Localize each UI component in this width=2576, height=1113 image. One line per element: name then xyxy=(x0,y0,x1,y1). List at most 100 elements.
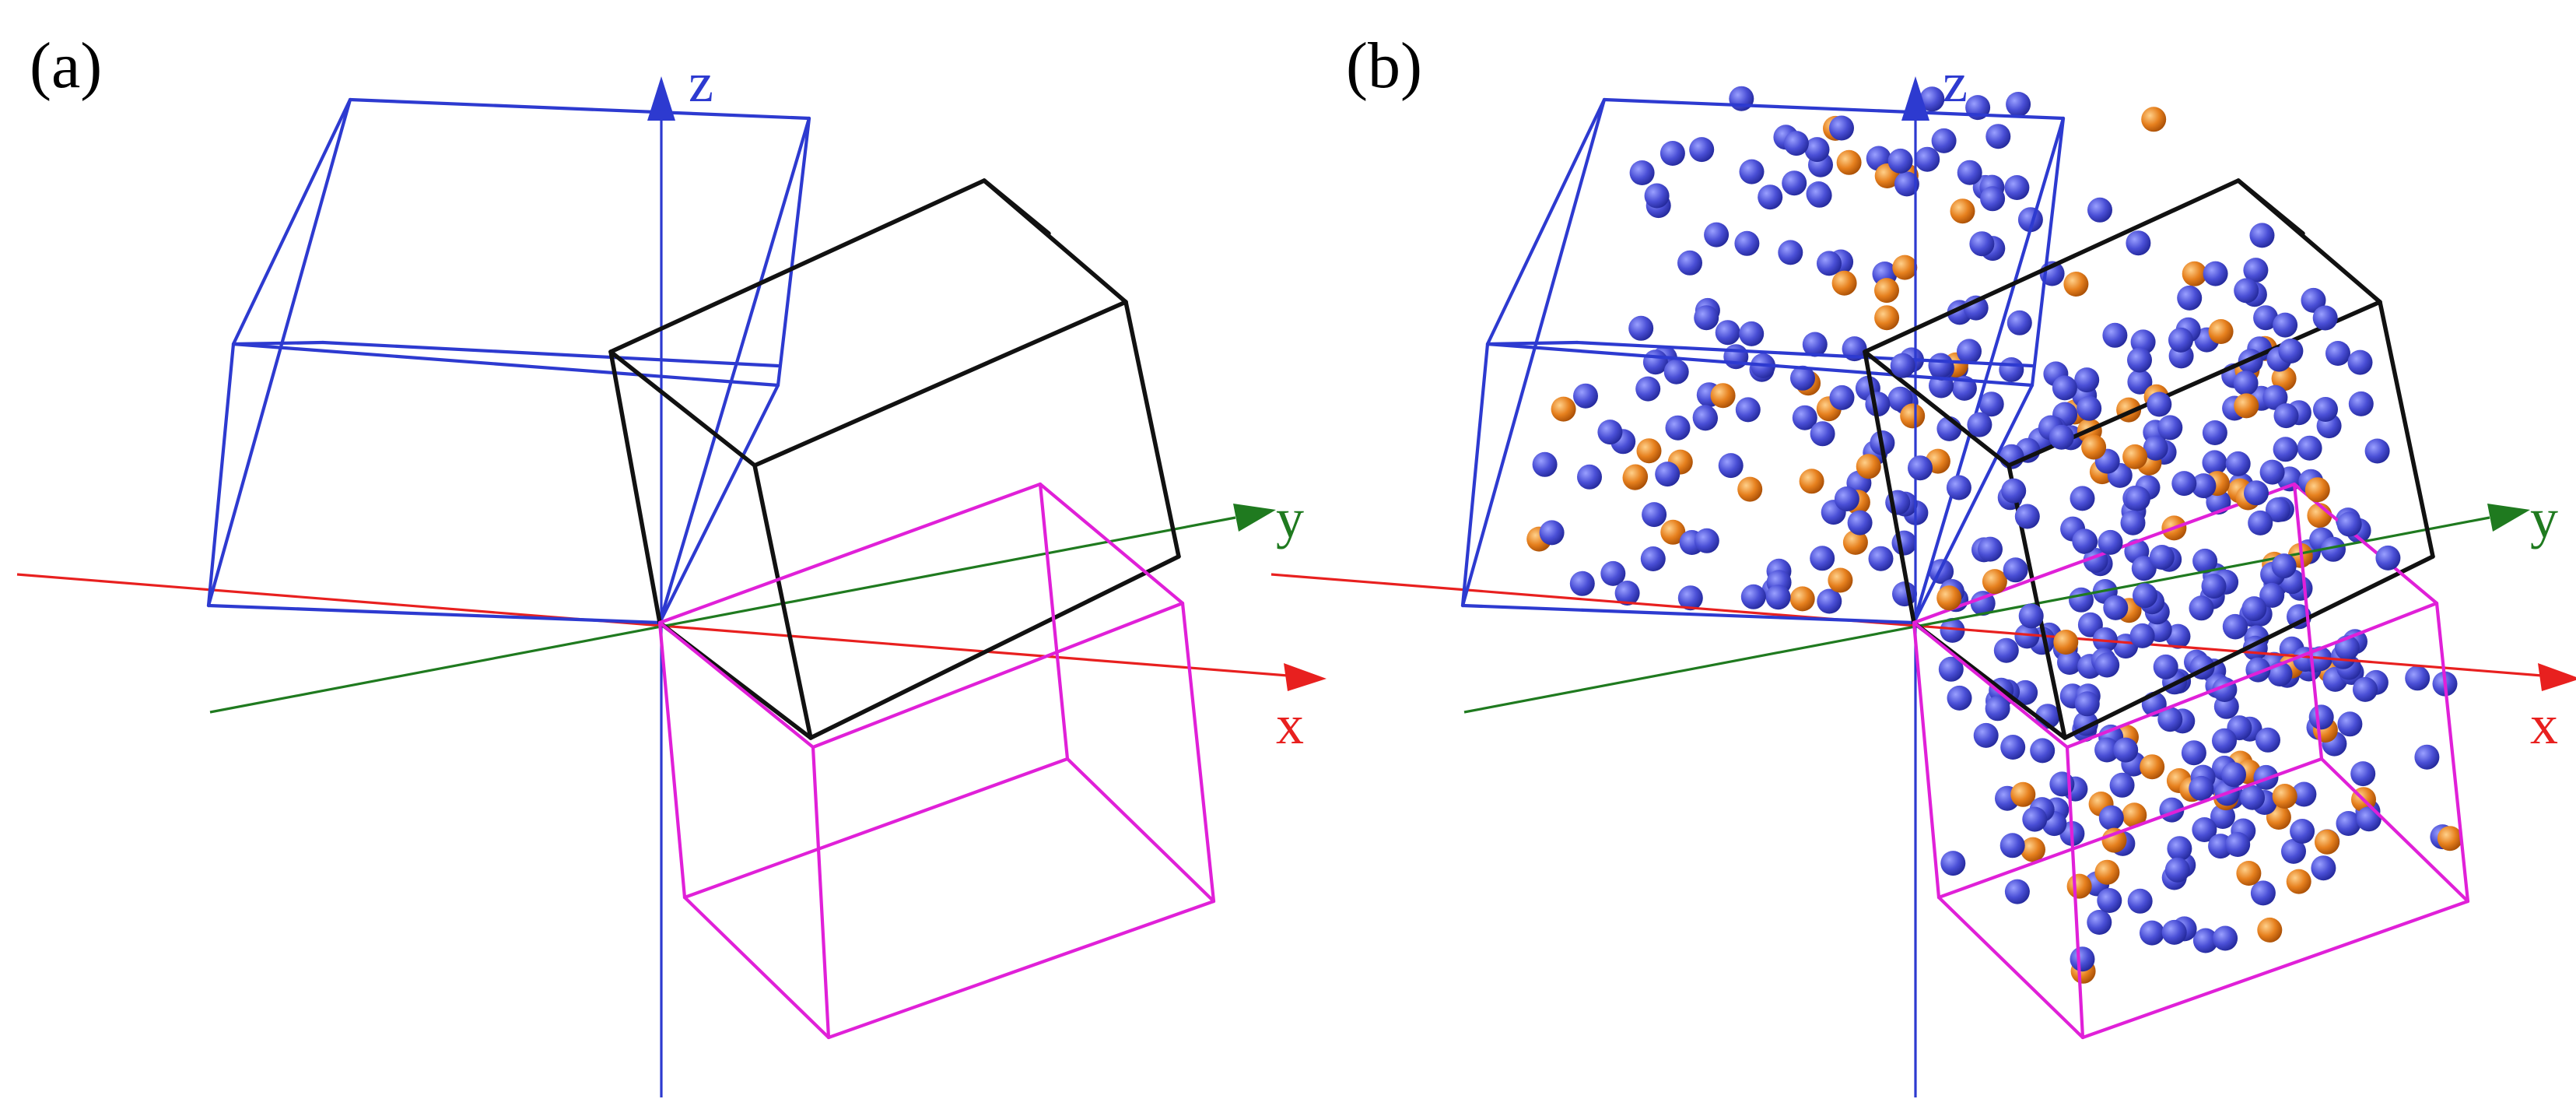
blue-particle xyxy=(1810,421,1835,447)
blue-particle xyxy=(1978,391,2004,417)
blue-particle xyxy=(2202,450,2227,476)
blue-particle xyxy=(2202,420,2227,445)
blue-particle xyxy=(2013,679,2038,705)
magenta-box-edge xyxy=(1180,601,1216,904)
blue-particle xyxy=(1790,365,1815,391)
blue-particle xyxy=(1894,171,1919,197)
blue-particle xyxy=(2241,596,2267,622)
blue-particle xyxy=(1985,696,2010,722)
orange-particle xyxy=(2272,784,2297,809)
blue-particle xyxy=(2006,92,2031,117)
blue-particle xyxy=(1677,585,1703,611)
blue-particle xyxy=(2233,370,2259,396)
blue-particle xyxy=(2189,775,2214,801)
blue-particle xyxy=(1829,115,1854,141)
black-box-edge xyxy=(752,300,1128,468)
blue-particle xyxy=(2098,805,2124,830)
blue-particle xyxy=(2312,305,2338,331)
orange-particle xyxy=(1636,438,1662,464)
blue-particle xyxy=(2203,261,2228,286)
magenta-box-edge xyxy=(657,482,1043,625)
blue-particle xyxy=(1915,146,1940,172)
blue-box-edge xyxy=(776,116,811,388)
z-axis-arrow xyxy=(647,76,675,121)
orange-particle xyxy=(2271,366,2297,391)
black-box-edge xyxy=(752,463,813,740)
blue-particle xyxy=(1931,128,1957,153)
blue-particle xyxy=(2161,919,2187,945)
black-box-edge xyxy=(608,349,757,468)
blue-particle xyxy=(1628,315,1654,341)
blue-particle xyxy=(1978,536,2003,562)
blue-particle xyxy=(2127,369,2153,395)
y-axis-arrow xyxy=(2487,504,2530,532)
blue-particle xyxy=(2098,529,2123,555)
y-axis-line xyxy=(1463,516,2490,714)
orange-particle xyxy=(2094,859,2120,885)
blue-particle xyxy=(2097,888,2122,913)
blue-particle xyxy=(2347,349,2373,375)
panel-a: (a) xyz xyxy=(16,30,1327,1097)
blue-particle xyxy=(1940,851,1966,876)
orange-particle xyxy=(2066,873,2092,899)
blue-particle xyxy=(2157,707,2183,732)
blue-particle xyxy=(1980,186,2006,212)
blue-particle xyxy=(1993,637,2019,663)
blue-particle xyxy=(2325,341,2350,366)
blue-particle xyxy=(2074,691,2100,717)
blue-particle xyxy=(2109,772,2135,798)
orange-particle xyxy=(2020,837,2045,862)
blue-particle xyxy=(1539,520,1565,546)
blue-particle xyxy=(1778,240,1803,265)
blue-particle xyxy=(2120,510,2146,535)
blue-particle xyxy=(2164,857,2190,883)
blue-particle xyxy=(2113,737,2139,763)
blue-particle xyxy=(1967,412,1992,437)
blue-particle xyxy=(2414,744,2440,770)
orange-particle xyxy=(2286,869,2311,894)
blue-particle xyxy=(2234,278,2259,304)
blue-particle xyxy=(1718,453,1744,479)
blue-particle xyxy=(1829,384,1855,410)
blue-particle xyxy=(1577,464,1602,490)
blue-particle xyxy=(2364,438,2390,464)
blue-particle xyxy=(1689,137,1715,163)
black-box-edge xyxy=(1863,178,2241,354)
blue-particle xyxy=(2240,785,2266,810)
blue-particle xyxy=(2297,435,2322,461)
orange-particle xyxy=(2182,261,2207,286)
blue-particle xyxy=(2350,761,2376,787)
x-axis-label: x xyxy=(1276,693,1304,756)
blue-particle xyxy=(1677,250,1702,276)
blue-particle xyxy=(2321,536,2346,562)
orange-particle xyxy=(1900,403,1926,429)
blue-particle xyxy=(2049,424,2074,450)
blue-particle xyxy=(1834,486,1859,511)
blue-particle xyxy=(2094,652,2120,678)
blue-particle xyxy=(1642,502,1667,528)
magenta-box xyxy=(1912,482,2470,1040)
blue-box-edge xyxy=(657,116,811,625)
magenta-box-edge xyxy=(1912,620,2070,750)
black-box-edge xyxy=(1863,349,1916,625)
blue-particle xyxy=(1694,305,1719,331)
blue-box-edge xyxy=(206,342,236,608)
blue-particle xyxy=(1957,160,1982,185)
blue-particle xyxy=(2127,888,2153,914)
magenta-box-edge xyxy=(1038,482,1185,606)
magenta-box-edge xyxy=(1936,757,2324,900)
blue-particle xyxy=(1928,353,1954,378)
blue-particle xyxy=(2189,595,2214,621)
blue-particle xyxy=(2003,557,2028,583)
blue-particle xyxy=(1693,406,1718,431)
black-box-edge xyxy=(608,178,987,354)
blue-box-edge xyxy=(321,340,780,368)
blue-particle xyxy=(2103,595,2129,620)
blue-particle xyxy=(2192,548,2218,574)
blue-particle xyxy=(1782,170,1807,196)
black-box-edge xyxy=(608,349,662,625)
blue-particle xyxy=(2259,582,2285,608)
blue-particle xyxy=(1640,546,1666,571)
z-axis-label: z xyxy=(1943,51,1968,114)
